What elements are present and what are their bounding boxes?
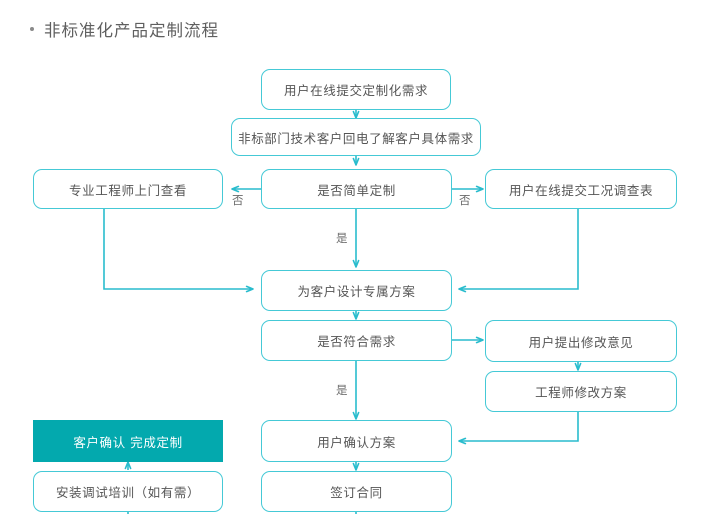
edge-n4-n6 — [103, 209, 254, 293]
node-is-simple-custom[interactable]: 是否简单定制 — [261, 169, 452, 209]
node-install-debug-training[interactable]: 安装调试培训（如有需） — [33, 471, 223, 512]
edge-n9-n10 — [458, 412, 579, 445]
edge-label-yes-meets: 是 — [336, 383, 348, 397]
node-submit-condition-form[interactable]: 用户在线提交工况调查表 — [485, 169, 677, 209]
node-sign-contract[interactable]: 签订合同 — [261, 471, 452, 512]
edge-n5-n6 — [458, 209, 579, 293]
node-user-revision-comments[interactable]: 用户提出修改意见 — [485, 320, 677, 362]
page-title: 非标准化产品定制流程 — [30, 17, 219, 41]
node-tech-callback[interactable]: 非标部门技术客户回电了解客户具体需求 — [231, 118, 481, 156]
edge-label-yes-simple: 是 — [336, 231, 348, 245]
node-submit-custom-request[interactable]: 用户在线提交定制化需求 — [261, 69, 451, 110]
edge-label-no-right: 否 — [459, 193, 471, 207]
node-design-solution[interactable]: 为客户设计专属方案 — [261, 270, 452, 311]
node-engineer-onsite[interactable]: 专业工程师上门查看 — [33, 169, 223, 209]
node-meets-requirements[interactable]: 是否符合需求 — [261, 320, 452, 361]
node-engineer-revise[interactable]: 工程师修改方案 — [485, 371, 677, 412]
page-title-text: 非标准化产品定制流程 — [44, 21, 219, 40]
bullet-dot-icon — [30, 27, 34, 31]
node-customer-confirm-complete[interactable]: 客户确认 完成定制 — [33, 420, 223, 462]
node-user-confirm-solution[interactable]: 用户确认方案 — [261, 420, 452, 462]
edge-label-no-left: 否 — [232, 193, 244, 207]
